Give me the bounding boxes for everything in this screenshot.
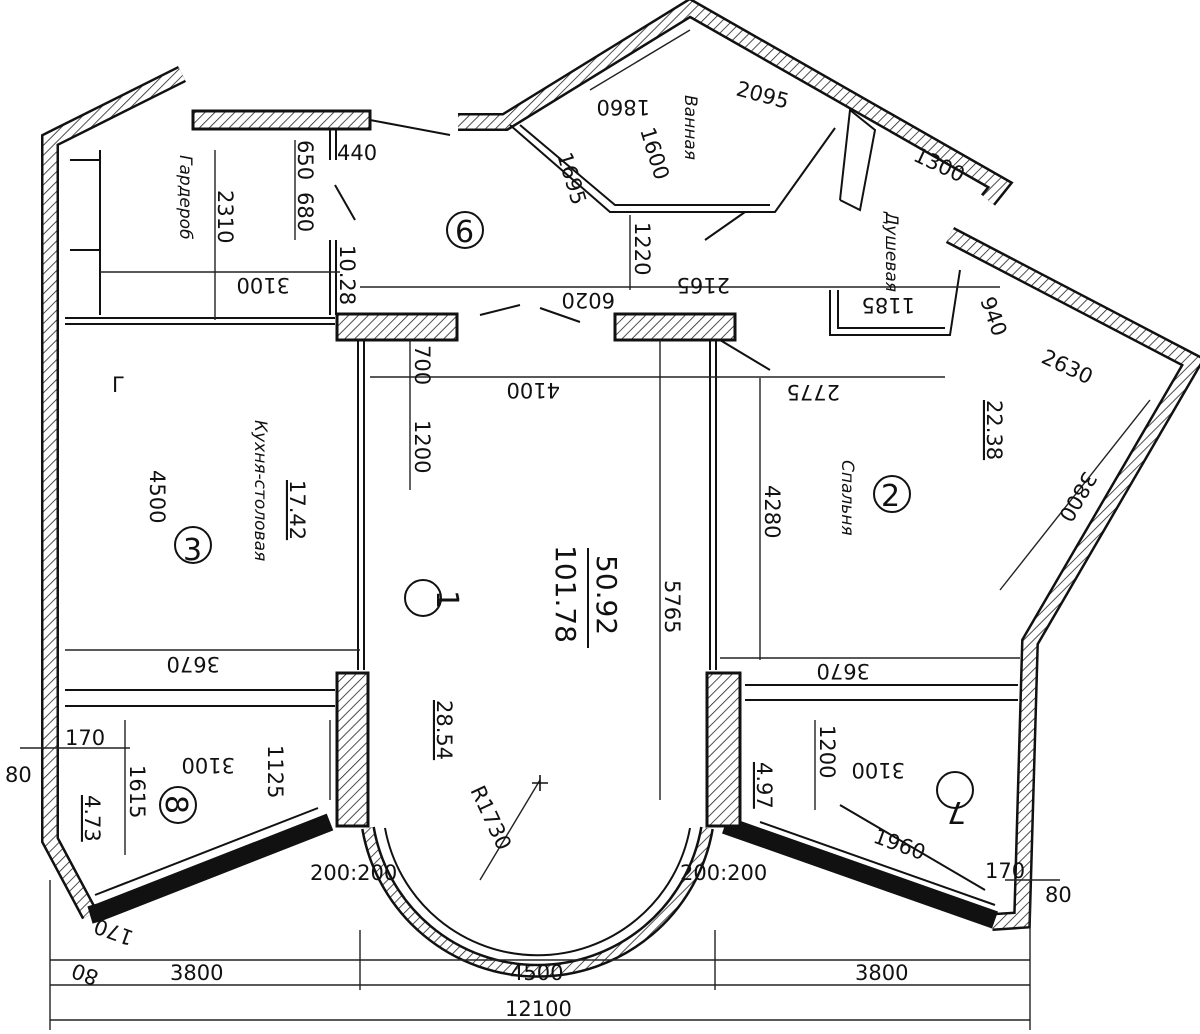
dim-1960: 1960 (870, 824, 928, 865)
dim-1220: 1220 (630, 222, 654, 275)
dim-1860: 1860 (597, 95, 650, 119)
dim-940: 940 (975, 294, 1011, 340)
dim-3670-right: 3670 (817, 659, 870, 683)
area-balcony-right: 4.97 (752, 762, 776, 809)
dim-1028: 10.28 (335, 245, 359, 305)
total-dim-right: 3800 (855, 961, 908, 985)
dim-5765: 5765 (660, 580, 684, 633)
svg-text:3: 3 (183, 533, 202, 568)
dim-3670-left: 3670 (167, 652, 220, 676)
dim-2095: 2095 (734, 77, 792, 114)
room-number-7: 7 (936, 771, 974, 829)
room-name-kitchen: Кухня-столовая (250, 420, 270, 561)
room-name-shower: Душевая (881, 211, 901, 292)
apartment-area-total: 101.78 (549, 545, 582, 643)
total-dim-middle: 4500 (510, 961, 563, 985)
dim-1600: 1600 (635, 124, 674, 182)
dim-80-left: 80 (5, 763, 32, 787)
dim-650: 650 (293, 140, 317, 180)
area-balcony-left: 4.73 (80, 795, 104, 842)
room-number-1: 1 (404, 579, 464, 617)
dim-2630: 2630 (1038, 345, 1097, 389)
dim-1200-right: 1200 (815, 725, 839, 778)
room-number-2: 2 (873, 475, 911, 514)
dim-170-bottom: 170 (91, 914, 137, 950)
living-area-total: 50.92 (590, 555, 623, 635)
dim-1125: 1125 (263, 745, 287, 798)
total-dim-left: 3800 (170, 961, 223, 985)
room-name-bathroom: Ванная (680, 95, 700, 160)
area-bedroom: 22.38 (982, 400, 1006, 460)
svg-text:2: 2 (881, 479, 900, 514)
dimension-lines (20, 29, 1151, 1030)
dim-2310: 2310 (213, 190, 237, 243)
room-number-8: 8 (158, 786, 197, 824)
svg-text:6: 6 (455, 215, 474, 250)
dim-80-right: 80 (1045, 883, 1072, 907)
dim-4500-kitchen: 4500 (145, 470, 169, 523)
dim-4100: 4100 (507, 378, 560, 402)
dim-2775: 2775 (787, 380, 840, 404)
total-dim-overall: 12100 (505, 997, 572, 1021)
dim-1695: 1695 (552, 149, 591, 207)
dim-1185: 1185 (862, 293, 915, 317)
area-living: 28.54 (432, 700, 456, 760)
dim-680: 680 (293, 192, 317, 232)
dim-6020: 6020 (562, 288, 615, 312)
svg-text:1: 1 (429, 590, 464, 609)
walls (41, 0, 1200, 978)
dim-200-right: 200:200 (680, 861, 767, 885)
svg-text:7: 7 (947, 794, 966, 829)
dim-radius: R1730 (465, 782, 516, 854)
room-number-6: 6 (446, 211, 484, 250)
svg-text:8: 8 (158, 795, 193, 814)
dim-700: 700 (410, 345, 434, 385)
corner-mark: Г (112, 373, 125, 397)
room-name-wardrobe: Гардероб (175, 155, 195, 240)
area-kitchen: 17.42 (285, 480, 309, 540)
dim-200-left: 200:200 (310, 861, 397, 885)
dim-4280: 4280 (760, 485, 784, 538)
room-name-bedroom: Спальня (837, 460, 857, 536)
dim-3100-left: 3100 (182, 753, 235, 777)
dim-3100-top: 3100 (237, 273, 290, 297)
room-number-3: 3 (174, 526, 212, 568)
dim-1200: 1200 (410, 420, 434, 473)
dim-1615: 1615 (125, 765, 149, 818)
dim-170-right: 170 (985, 859, 1025, 883)
dim-2165: 2165 (677, 273, 730, 297)
dim-440: 440 (337, 141, 377, 165)
center-mark (532, 775, 548, 791)
dim-3100-right: 3100 (852, 758, 905, 782)
dim-170-left: 170 (65, 726, 105, 750)
